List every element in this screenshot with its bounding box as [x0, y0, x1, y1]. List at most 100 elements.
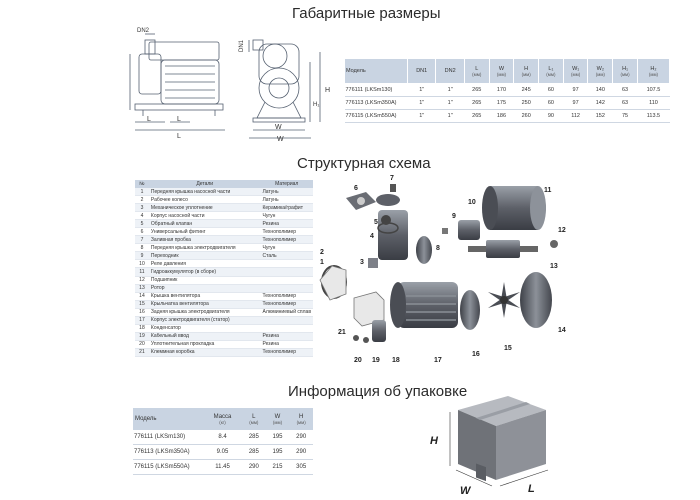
part-name: Передняя крышка электродвигателя: [148, 243, 261, 253]
part-material: Керамика/графит: [260, 203, 313, 213]
part-material: Технополимер: [260, 348, 313, 357]
dim-header-unit: (мм): [648, 71, 659, 77]
packing-table-cell: 8.4: [203, 430, 243, 445]
pack-header: Масса: [213, 413, 232, 420]
packing-table-cell: 11.45: [203, 459, 243, 475]
dim-header: L: [475, 65, 479, 72]
dimension-table-cell: 1": [407, 83, 436, 97]
part-material: [260, 284, 313, 293]
exploded-label-3: 3: [360, 259, 364, 266]
dim-header: W₁: [572, 65, 580, 72]
exploded-view-drawing: 1 2 3 4 5 6 7 8 9 10 11 12 13 14 15 16 1…: [319, 175, 566, 364]
parts-header-number: №: [135, 180, 149, 188]
part-material: Латунь: [260, 195, 313, 205]
pack-header-unit: (мм): [296, 419, 306, 425]
part-number: 6: [135, 227, 149, 237]
exploded-label-11: 11: [544, 187, 552, 194]
dim-header: DN2: [444, 68, 456, 74]
part-name: Крыльчатка вентилятора: [148, 300, 261, 309]
part-material: Резина: [260, 219, 313, 229]
dimension-table-cell: 107.5: [637, 83, 670, 97]
part-name: Обратный клапан: [148, 219, 261, 229]
part-material: Резина: [260, 340, 313, 349]
part-material: Алюминиевый сплав: [260, 308, 313, 317]
dimension-table-cell: 170: [489, 83, 514, 97]
part-number: 5: [135, 219, 149, 229]
dimension-table-cell: 250: [513, 96, 539, 110]
dimension-table-cell: 113.5: [637, 109, 670, 123]
part-name: Рабочее колесо: [148, 195, 261, 205]
part-name: Заливная пробка: [148, 235, 261, 245]
pack-header: W: [274, 413, 281, 420]
part-number: 10: [135, 259, 149, 269]
part-name: Уплотнительная прокладка: [148, 340, 261, 349]
parts-table-header: № Детали Материал: [135, 180, 313, 188]
part-number: 20: [135, 340, 149, 349]
dim-header: W: [498, 65, 505, 72]
exploded-label-8: 8: [436, 245, 440, 252]
dimension-table-header: Модель DN1 DN2 L(мм) W(мм) H(мм) L₁(мм) …: [344, 58, 671, 84]
part-number: 12: [135, 276, 149, 285]
part-number: 1: [135, 188, 149, 197]
packing-table-cell: 776115 (LKSm550A): [133, 459, 203, 475]
dimension-table: Модель DN1 DN2 L(мм) W(мм) H(мм) L₁(мм) …: [344, 58, 671, 123]
packing-table-cell: 776111 (LKSm130): [133, 430, 203, 445]
part-number: 8: [135, 243, 149, 253]
dimension-table-cell: 60: [538, 83, 564, 97]
label-l1: L: [147, 116, 151, 123]
dimension-table-cell: 142: [587, 96, 613, 110]
dimension-table-cell: 152: [587, 109, 613, 123]
dimension-table-cell: 265: [464, 96, 490, 110]
dim-header-unit: (мм): [595, 71, 605, 77]
dimension-table-cell: 140: [587, 83, 613, 97]
box-label-l: L: [528, 483, 535, 495]
packing-table-cell: 9.05: [203, 444, 243, 460]
part-name: Подшипник: [148, 276, 261, 285]
part-name: Ротор: [148, 284, 261, 293]
part-material: Технополимер: [260, 235, 313, 245]
exploded-label-12: 12: [558, 227, 566, 234]
dimension-table-cell: 1": [435, 109, 465, 123]
dimension-table-cell: 260: [513, 109, 539, 123]
box-label-h: H: [430, 435, 439, 447]
part-name: Передняя крышка насосной части: [148, 188, 261, 197]
packing-table-cell: 776113 (LKSm350A): [133, 444, 203, 460]
dim-header-unit: (мм): [472, 71, 482, 77]
part-number: 7: [135, 235, 149, 245]
box-label-w: W: [460, 485, 472, 496]
exploded-label-10: 10: [468, 199, 476, 206]
dim-header-unit: (мм): [521, 71, 531, 77]
part-name: Механическое уплотнение: [148, 203, 261, 213]
part-number: 15: [135, 300, 149, 309]
part-number: 17: [135, 316, 149, 325]
part-material: Сталь: [260, 251, 313, 261]
part-material: Чугун: [260, 243, 313, 253]
dimension-table-cell: 245: [513, 83, 539, 97]
part-name: Конденсатор: [148, 324, 261, 333]
part-number: 19: [135, 332, 149, 341]
part-name: Гидроаккумулятор (в сборе): [148, 267, 261, 277]
label-l2: L: [177, 116, 181, 123]
dimension-table-cell: 1": [435, 83, 465, 97]
structure-title: Структурная схема: [297, 155, 431, 172]
dimension-table-cell: 776113 (LKSm350A): [344, 96, 408, 110]
dimension-table-cell: 175: [489, 96, 514, 110]
dim-header: Модель: [346, 68, 366, 74]
part-name: Клеммная коробка: [148, 348, 261, 357]
dimension-table-cell: 63: [612, 96, 638, 110]
part-number: 14: [135, 292, 149, 301]
packing-table-cell: 290: [289, 430, 313, 445]
part-number: 9: [135, 251, 149, 261]
